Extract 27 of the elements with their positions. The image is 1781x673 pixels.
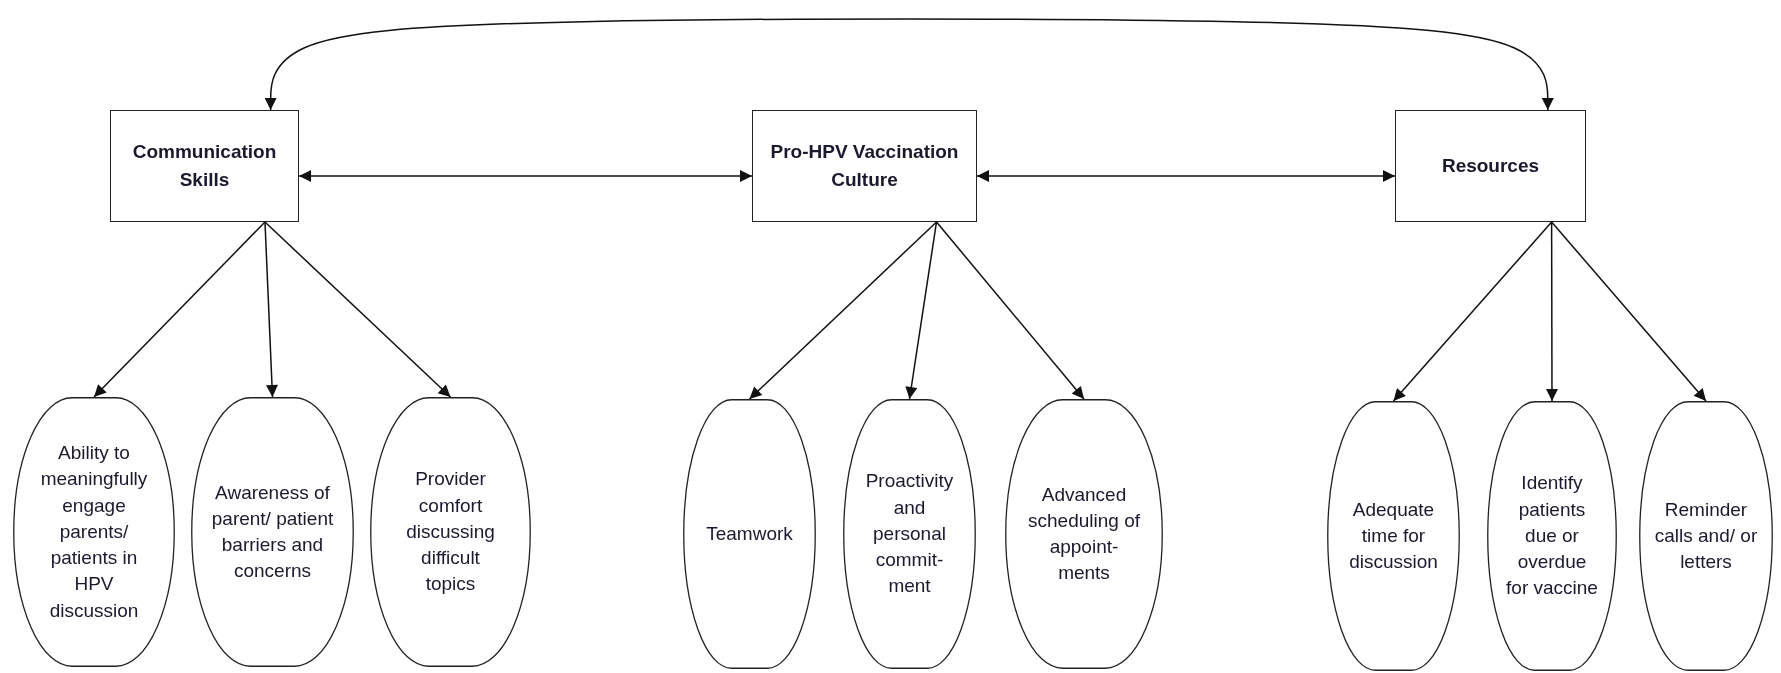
node-label: Proactivity and personal commit- ment — [864, 469, 955, 599]
process-box — [110, 110, 299, 222]
arrow — [905, 221, 938, 400]
node-label: Adequate time for discussion — [1348, 497, 1439, 575]
node-label: Advanced scheduling of appoint- ments — [1027, 482, 1141, 586]
arrow — [748, 221, 938, 400]
node-label: Teamwork — [705, 521, 794, 546]
node-label: Ability to meaningfully engage parents/ patients in HPV discussion — [39, 441, 149, 623]
node-label: Awareness of parent/ patient barriers and concerns — [210, 480, 335, 584]
arrow — [1550, 221, 1707, 402]
node-label: Provider comfort discussing difficult topics — [405, 467, 496, 597]
arrow — [298, 170, 753, 182]
box-label: Resources — [1440, 154, 1541, 179]
box-label: Pro-HPV Vaccination Culture — [769, 140, 960, 192]
arrow — [935, 221, 1085, 400]
arrow — [93, 221, 266, 398]
process-box — [752, 110, 977, 222]
arrow — [1545, 221, 1558, 402]
process-box — [1395, 110, 1586, 222]
arrow — [264, 221, 278, 398]
arrow — [264, 18, 1554, 111]
arrow — [976, 170, 1396, 182]
box-label: Communication Skills — [131, 140, 278, 192]
node-label: Reminder calls and/ or letters — [1653, 497, 1759, 575]
arrow — [1392, 221, 1553, 402]
arrow — [264, 221, 452, 398]
node-label: Identify patients due or overdue for vaccine — [1505, 471, 1599, 601]
